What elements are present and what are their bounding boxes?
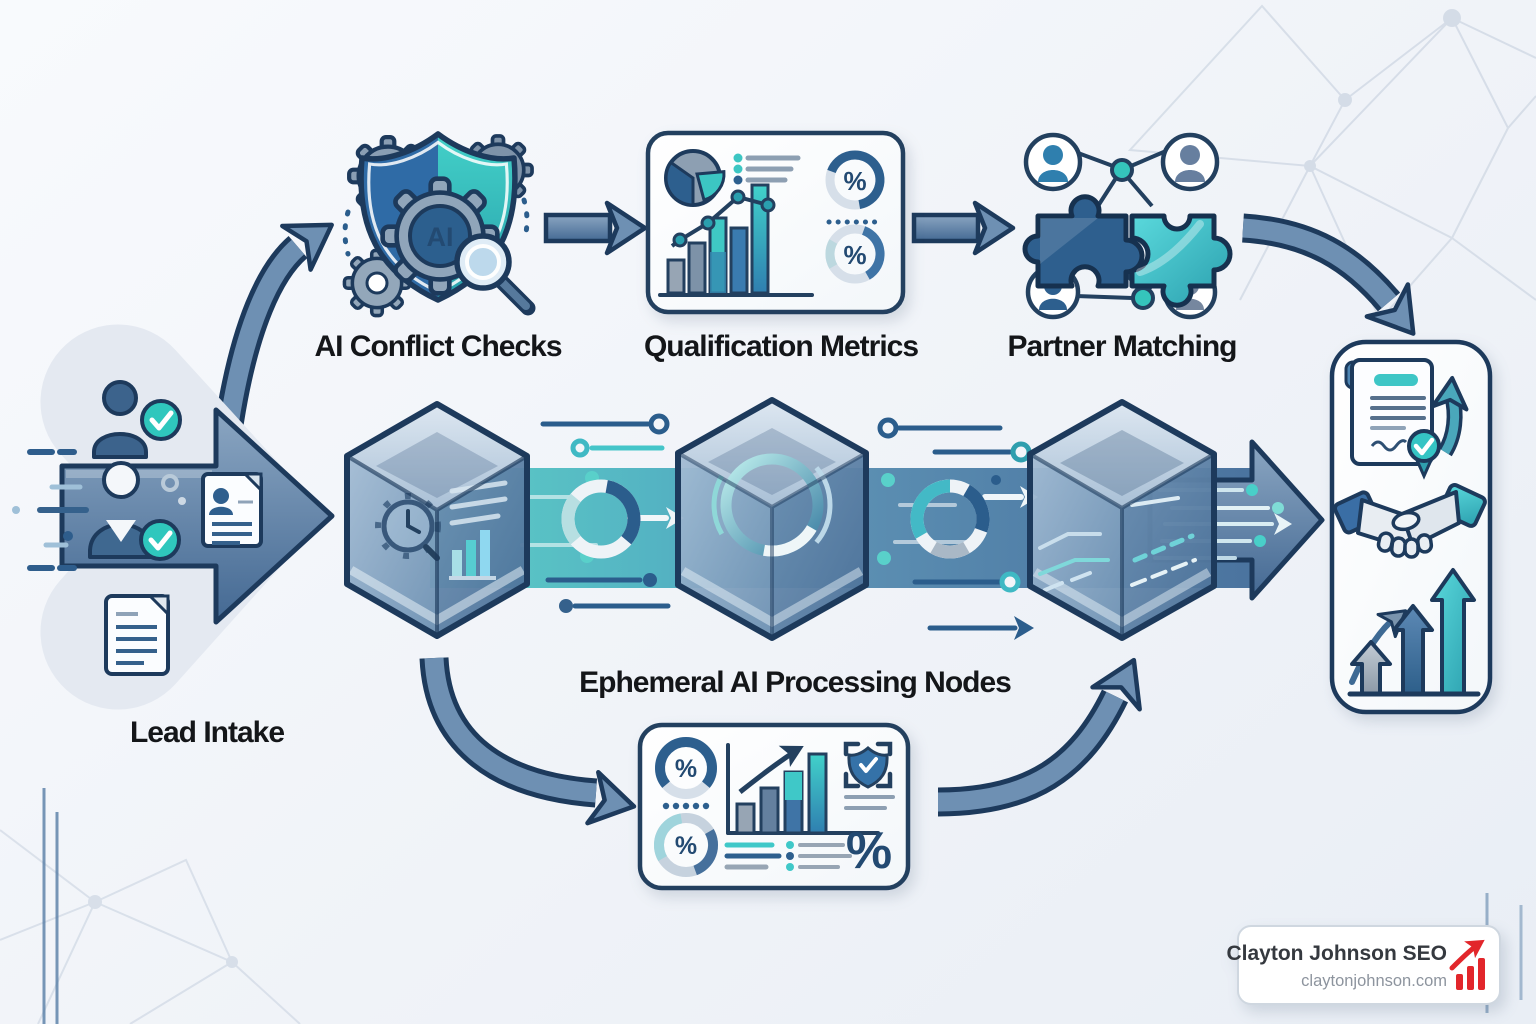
brand-name: Clayton Johnson SEO: [1226, 942, 1447, 965]
growth-arrows-icon: [1347, 568, 1481, 697]
arrow-node-to-bottom-card: [419, 656, 637, 826]
progress-ring-icon: [910, 479, 990, 559]
svg-text:%: %: [675, 755, 697, 783]
lead-intake-label: Lead Intake: [130, 716, 284, 749]
partner-matching-group: [1022, 132, 1233, 320]
dotted-divider: [662, 802, 710, 810]
conflict-checks-label: AI Conflict Checks: [314, 330, 561, 363]
lead-intake-group: [12, 324, 335, 710]
svg-text:%: %: [843, 240, 866, 270]
user-check-icon: [88, 461, 181, 561]
arrow-conflict-to-metrics: [543, 200, 648, 256]
background-network-top-right-decoration: [1127, 4, 1536, 322]
growth-bars-icon: [726, 743, 880, 835]
percent-donut-icon: %: [655, 736, 717, 799]
partner-matching-label: Partner Matching: [1007, 330, 1236, 363]
speed-lines-icon: [12, 449, 186, 571]
results-panel: [1329, 339, 1493, 715]
percent-donut-icon: %: [825, 224, 885, 284]
scan-shield-icon: [843, 741, 893, 789]
avatar: [1160, 132, 1220, 192]
arrow-metrics-to-partner: [911, 200, 1016, 256]
cube-node-icon: [344, 401, 530, 639]
avatar: [1023, 132, 1083, 192]
background-network-bottom-left-decoration: [0, 829, 301, 1024]
branding-badge: Clayton Johnson SEO claytonjohnson.com: [1226, 925, 1501, 1005]
user-check-icon: [92, 380, 182, 459]
ai-badge-label: AI: [427, 222, 454, 252]
processing-nodes-label: Ephemeral AI Processing Nodes: [579, 666, 1011, 699]
document-icon: [104, 594, 170, 676]
metrics-pie-icon: [664, 149, 726, 207]
magnifier-icon: [454, 233, 536, 316]
shield-ai-icon: AI: [342, 131, 536, 318]
puzzle-pieces-icon: [1022, 194, 1233, 308]
cube-node-icon: [1027, 399, 1217, 641]
arrow-partner-to-results: [1241, 213, 1416, 336]
handshake-icon: [1332, 483, 1487, 559]
svg-text:%: %: [675, 832, 697, 860]
brand-growth-chart-icon: [1449, 939, 1485, 990]
resume-document-icon: [201, 472, 263, 548]
progress-ring-icon: [561, 479, 641, 559]
qualification-metrics-card: % %: [645, 130, 906, 315]
qualification-metrics-label: Qualification Metrics: [644, 330, 918, 363]
bottom-analytics-card: % % %: [637, 722, 911, 891]
svg-text:%: %: [843, 166, 866, 196]
metrics-bars-icon: [658, 183, 814, 297]
big-percent-label: %: [846, 822, 892, 880]
gear-icon: [342, 248, 412, 318]
percent-donut-icon: %: [825, 150, 885, 210]
list-lines: [724, 841, 852, 871]
up-arrow-icon: [1430, 376, 1469, 457]
percent-donut-icon: %: [654, 813, 718, 877]
brand-website: claytonjohnson.com: [1301, 972, 1447, 990]
arrow-bottom-card-to-node: [937, 657, 1142, 817]
stream-lines-decoration: [540, 413, 1034, 640]
metrics-list-lines: [733, 153, 801, 185]
contract-check-icon: [1344, 358, 1441, 480]
cube-node-icon: [675, 397, 869, 641]
